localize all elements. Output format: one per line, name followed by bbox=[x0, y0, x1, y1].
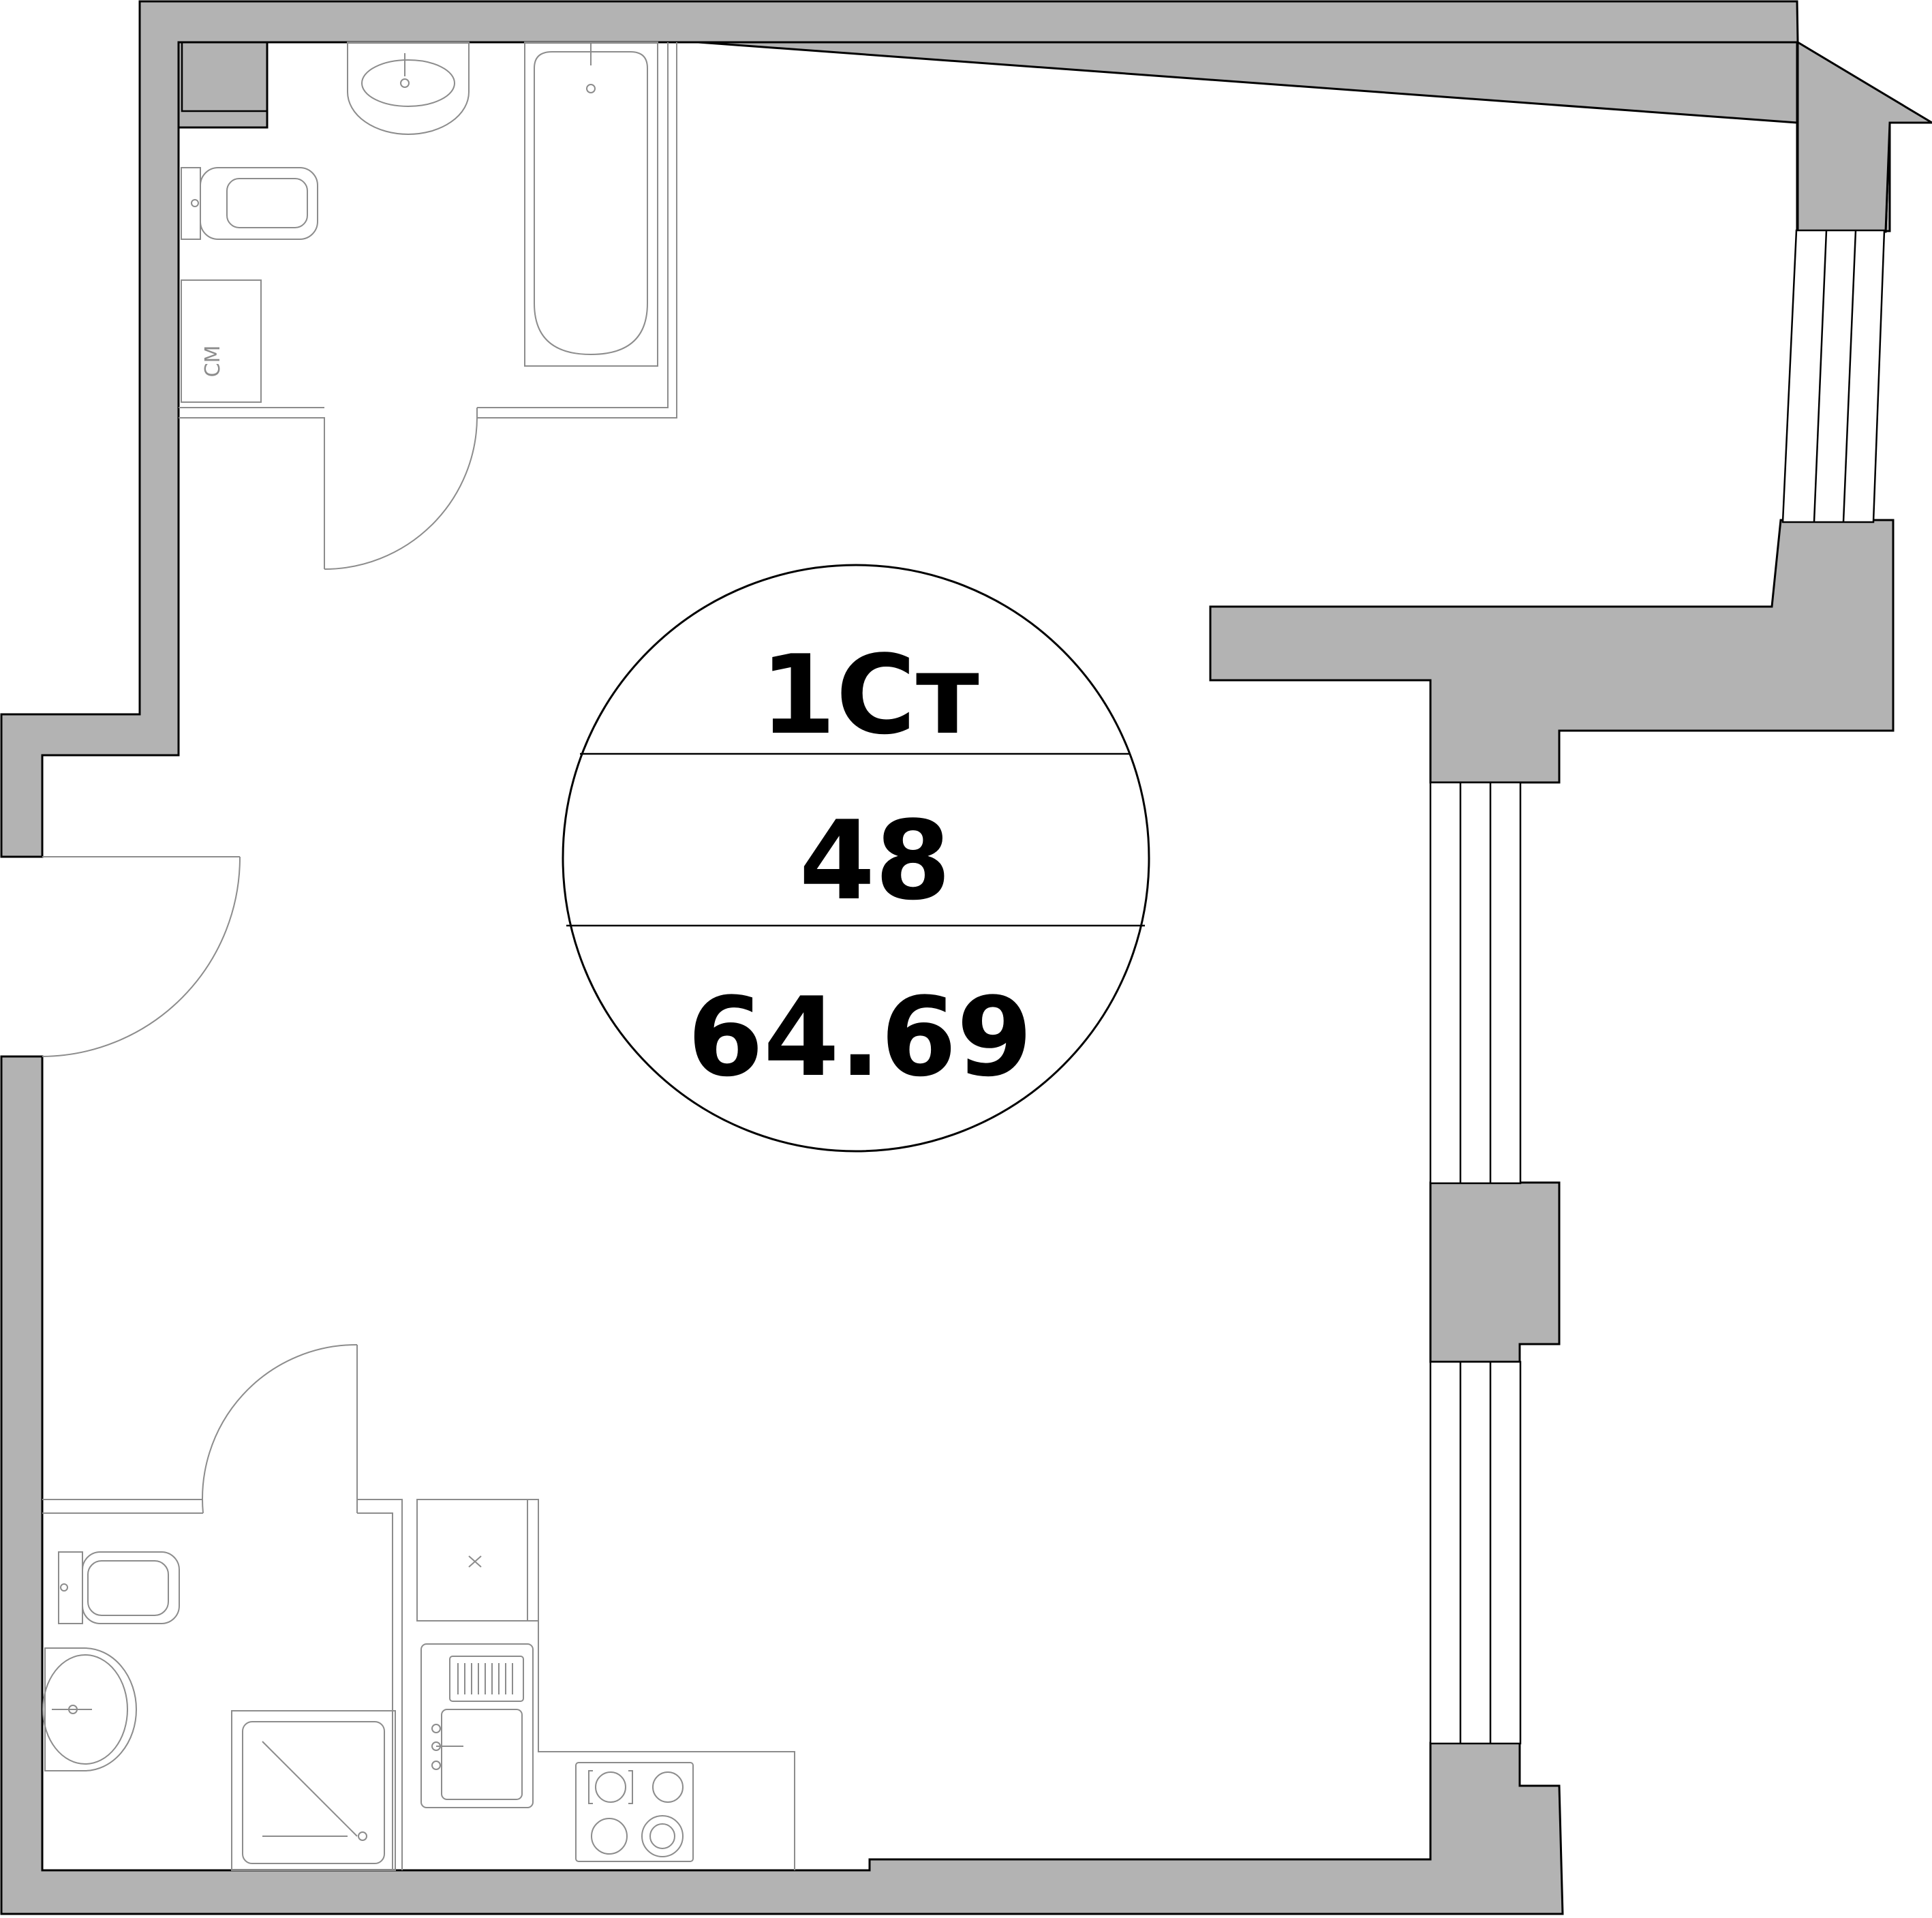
shaft-box bbox=[181, 41, 269, 112]
cooktop bbox=[575, 1762, 694, 1862]
toilet-tank bbox=[181, 167, 201, 240]
drainboard bbox=[449, 1656, 524, 1702]
wall-middle-pier bbox=[1429, 1181, 1561, 1363]
sink-bowl bbox=[42, 1654, 128, 1765]
burner-marker bbox=[588, 1770, 633, 1804]
toilet-bowl bbox=[87, 1560, 169, 1616]
badge-circle bbox=[562, 564, 1150, 1153]
bathtub-inner bbox=[534, 51, 648, 356]
toilet-button bbox=[191, 199, 199, 207]
window-right-lower bbox=[1429, 1360, 1522, 1745]
sink-tap bbox=[431, 1724, 441, 1733]
entrance-door bbox=[42, 856, 241, 1057]
bathroom-partition bbox=[357, 1512, 393, 1870]
sink-basin bbox=[441, 1709, 523, 1800]
wall-right-pier-block bbox=[1209, 519, 1895, 784]
door-swing-arc bbox=[42, 856, 241, 1057]
apartment-area: 64.69 bbox=[688, 973, 1032, 1101]
sink bbox=[347, 42, 470, 135]
burner-inner bbox=[649, 1823, 675, 1849]
toilet-tank bbox=[58, 1551, 83, 1624]
toilet bbox=[200, 167, 318, 240]
shower-curtain bbox=[262, 1741, 358, 1837]
shower-tray bbox=[231, 1710, 396, 1871]
shower-inner bbox=[242, 1721, 385, 1864]
washing-machine bbox=[181, 279, 262, 403]
exterior-wall-bottom bbox=[0, 1055, 1564, 1915]
fridge-mark bbox=[468, 1555, 482, 1568]
kitchen-counter bbox=[417, 1620, 795, 1870]
toilet bbox=[82, 1551, 180, 1624]
window-frame bbox=[1429, 1360, 1522, 1745]
sink bbox=[44, 1647, 137, 1771]
drainboard-ribs bbox=[457, 1663, 513, 1694]
shower-drain bbox=[358, 1831, 367, 1841]
bathroom-lower bbox=[42, 1343, 403, 1871]
door-swing-arc bbox=[202, 1343, 358, 1514]
burner bbox=[641, 1815, 684, 1857]
toilet-bowl bbox=[226, 178, 308, 228]
kitchen bbox=[416, 1499, 795, 1870]
apartment-badge: 1Ст 48 64.69 bbox=[562, 564, 1150, 1153]
window-pane-line bbox=[1813, 230, 1828, 523]
sink-drain bbox=[400, 78, 410, 88]
sink-bowl bbox=[361, 59, 455, 107]
bathroom-partition bbox=[477, 42, 669, 408]
door-swing-arc bbox=[324, 417, 478, 570]
bathroom-partition bbox=[477, 42, 677, 418]
window-right-upper bbox=[1429, 781, 1522, 1185]
apartment-type: 1Ст bbox=[760, 631, 979, 759]
window-frame bbox=[1781, 229, 1886, 523]
bathtub-drain bbox=[586, 84, 596, 93]
burner bbox=[652, 1771, 684, 1803]
wall-right-upper-pier bbox=[1796, 40, 1932, 232]
window-pane-line bbox=[1842, 230, 1857, 523]
window-frame bbox=[1429, 781, 1522, 1185]
sink-tap bbox=[431, 1761, 441, 1770]
fridge bbox=[416, 1499, 539, 1622]
bathroom-partition bbox=[357, 1499, 403, 1870]
apartment-number: 48 bbox=[799, 797, 951, 924]
toilet-button bbox=[60, 1583, 68, 1592]
burner bbox=[595, 1771, 626, 1803]
bathtub bbox=[524, 42, 658, 367]
burner bbox=[591, 1818, 628, 1855]
bathroom-partition bbox=[179, 417, 325, 569]
wall-outlines bbox=[181, 41, 269, 112]
washing-machine-label: СМ bbox=[201, 346, 225, 378]
window-top-right bbox=[1781, 229, 1886, 523]
kitchen-sink bbox=[420, 1643, 534, 1808]
bathroom-upper: СМ bbox=[179, 42, 677, 570]
